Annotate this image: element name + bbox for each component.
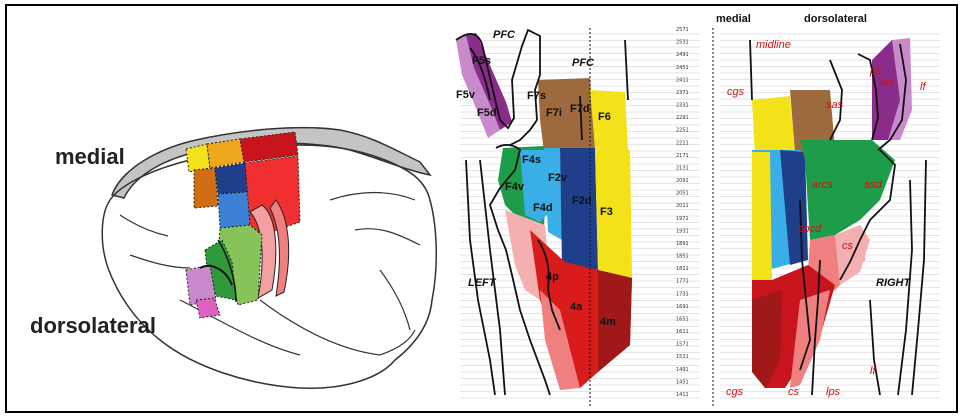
sulcus-label: cgs — [726, 386, 744, 398]
tick-label: 1811 — [676, 266, 689, 272]
tick-label: 2491 — [676, 52, 689, 58]
label-right: RIGHT — [876, 277, 912, 289]
tick-label: 1611 — [676, 329, 689, 335]
area-label: F7s — [527, 90, 546, 102]
label-left: LEFT — [468, 277, 497, 289]
label-dorsolateral: dorsolateral — [30, 313, 156, 338]
intraparietal-sulcus — [355, 229, 420, 245]
tick-label: 1731 — [676, 291, 689, 297]
tick-label: 2131 — [676, 165, 689, 171]
right-yellow — [752, 152, 772, 280]
right-yellow-top — [752, 96, 795, 156]
frontal-sulcus — [130, 255, 190, 268]
area-label: F7d — [570, 103, 590, 115]
area-label: 4p — [546, 271, 559, 283]
sulcus-label: cs — [788, 386, 800, 398]
lower-sulcus — [260, 300, 415, 355]
sulcus-label: spcd — [798, 223, 822, 235]
tick-label: 2451 — [676, 65, 689, 71]
tick-labels: 2571 2531 2491 2451 2411 2371 2331 2291 2251 2211… — [676, 27, 689, 398]
tick-label: 2051 — [676, 191, 689, 197]
tick-label: 2211 — [676, 140, 689, 146]
tick-label: 2291 — [676, 115, 689, 121]
tick-label: 1971 — [676, 216, 689, 222]
area-label: F3 — [600, 206, 613, 218]
area-label: F4s — [522, 154, 541, 166]
area-label: F5s — [472, 55, 491, 67]
area-label: F6 — [598, 111, 611, 123]
area-label: 4m — [600, 316, 616, 328]
header-dorsolateral: dorsolateral — [804, 13, 867, 25]
sulcus-label: midline — [756, 39, 791, 51]
sulcus-label: asd — [864, 179, 883, 191]
tick-label: 2411 — [676, 77, 689, 83]
sulcus-label: lps — [826, 386, 841, 398]
medial-area-orange — [207, 139, 244, 168]
lateral-area-orange — [194, 168, 218, 208]
area-label: 4a — [570, 301, 583, 313]
tick-label: 1891 — [676, 241, 689, 247]
sulcus-label: cgs — [727, 86, 745, 98]
tick-label: 2171 — [676, 153, 689, 159]
area-label: F5d — [477, 107, 497, 119]
label-medial: medial — [55, 144, 125, 169]
pfc-label-2: PFC — [572, 57, 595, 69]
tick-label: 2371 — [676, 90, 689, 96]
sulcus-label: ias — [880, 77, 895, 89]
tick-label: 2251 — [676, 128, 689, 134]
sulcus-label: lf — [870, 365, 876, 377]
tick-label: 1451 — [676, 379, 689, 385]
pfc-label-1: PFC — [493, 29, 516, 41]
flatmap: 2571 2531 2491 2451 2411 2371 2331 2291 2251 2211… — [456, 13, 940, 408]
lateral-area-navy — [215, 163, 248, 194]
tick-label: 2531 — [676, 40, 689, 46]
brain-drawing: medial dorsolateral — [30, 128, 436, 389]
area-label: F5v — [456, 89, 476, 101]
medial-area-yellow — [186, 144, 210, 172]
tick-label: 1851 — [676, 254, 689, 260]
area-label: F4v — [505, 181, 525, 193]
tick-label: 1931 — [676, 228, 689, 234]
tick-label: 1411 — [676, 392, 689, 398]
tick-label: 1691 — [676, 304, 689, 310]
tick-label: 1571 — [676, 342, 689, 348]
tick-label: 2011 — [676, 203, 689, 209]
left-cyan-2 — [544, 148, 562, 240]
tick-label: 1531 — [676, 354, 689, 360]
sulcus-label: cs — [842, 240, 854, 252]
left-navy — [560, 148, 598, 270]
sulcus-label: lf — [920, 81, 926, 93]
tick-label: 2091 — [676, 178, 689, 184]
header-medial: medial — [716, 13, 751, 25]
tick-label: 2331 — [676, 103, 689, 109]
area-label: F7i — [546, 107, 562, 119]
principal-sulcus — [120, 215, 168, 236]
tick-label: 2571 — [676, 27, 689, 33]
tick-label: 1651 — [676, 317, 689, 323]
lunate-sulcus — [380, 270, 410, 330]
sulcus-label: arcs — [812, 179, 833, 191]
lateral-area-blue — [218, 192, 250, 228]
area-label: F4d — [533, 202, 553, 214]
tick-label: 1771 — [676, 279, 689, 285]
sulcus-label: ps — [869, 65, 882, 77]
sulcus-label: sas — [826, 99, 844, 111]
lateral-area-magenta — [196, 298, 220, 318]
area-label: F2v — [548, 172, 568, 184]
parietal-sulcus — [330, 193, 415, 201]
area-label: F2d — [572, 195, 592, 207]
tick-label: 1491 — [676, 367, 689, 373]
